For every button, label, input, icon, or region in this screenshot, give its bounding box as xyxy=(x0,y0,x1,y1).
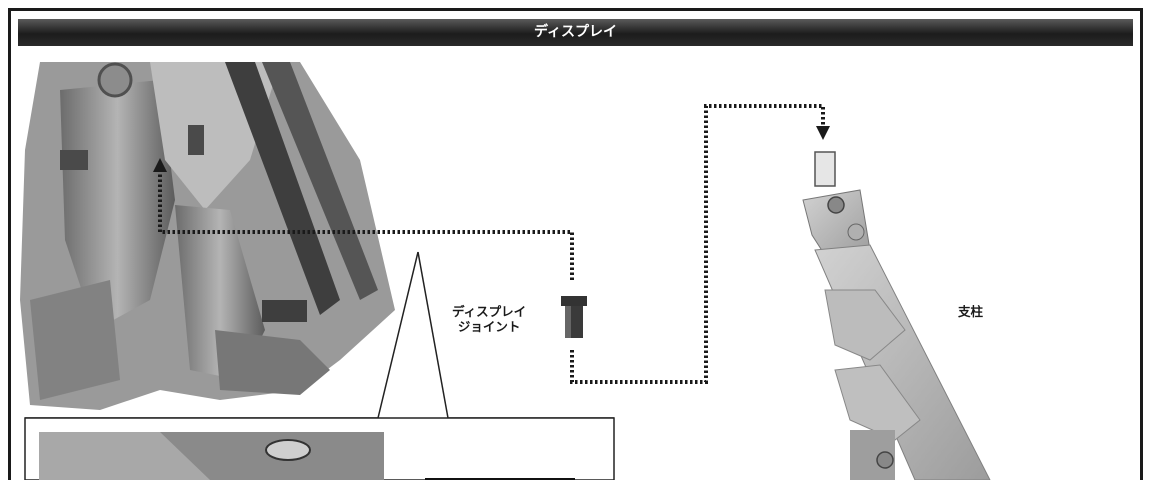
pillar-label: 支柱 xyxy=(958,304,984,319)
display-stand-image xyxy=(802,151,991,480)
closeup-inset xyxy=(24,417,615,480)
display-joint-part xyxy=(561,296,587,338)
robot-model-image xyxy=(20,62,395,410)
section-header: ディスプレイ xyxy=(18,19,1133,46)
attachment-arrows xyxy=(158,104,825,384)
display-joint-label: ディスプレイ ジョイント xyxy=(452,304,527,334)
